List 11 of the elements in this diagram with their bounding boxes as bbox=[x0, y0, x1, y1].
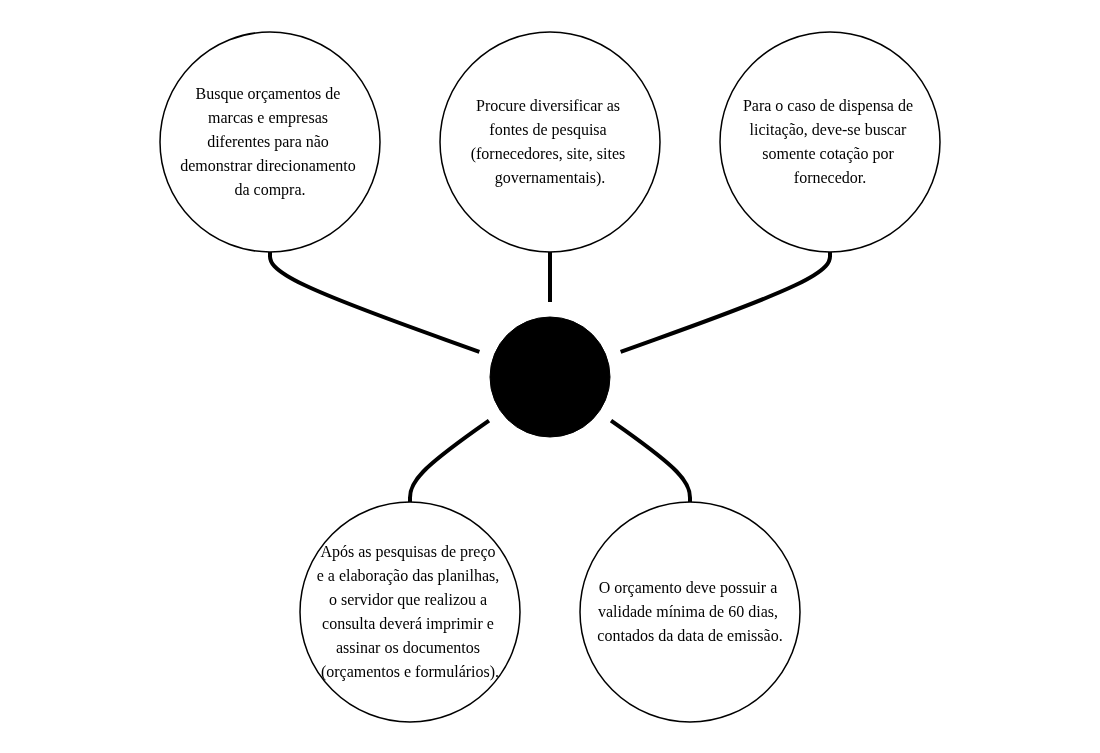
node-circle: Para o caso de dispensa de licitação, deve-se buscar somente cotação por fornecedor. bbox=[719, 30, 941, 253]
connector bbox=[609, 418, 692, 502]
node-circle bbox=[489, 316, 611, 437]
node-circle: Após as pesquisas de preço e a elaboração das planilhas, o servidor que realizou a consulta deverá imprimir e assinar os documentos (orçamentos e formulários). bbox=[299, 500, 521, 723]
connector bbox=[268, 251, 481, 354]
node-circle: Busque orçamentos de marcas e empresas diferentes para não demonstrar direcionamento da compra. bbox=[159, 30, 381, 253]
node-circle: Procure diversificar as fontes de pesquisa (fornecedores, site, sites governamentais). bbox=[439, 30, 661, 253]
connector bbox=[408, 418, 491, 502]
node-circle: O orçamento deve possuir a validade mínima de 60 dias, contados da data de emissão. bbox=[579, 500, 801, 723]
connector bbox=[619, 251, 832, 354]
connector bbox=[548, 251, 552, 302]
